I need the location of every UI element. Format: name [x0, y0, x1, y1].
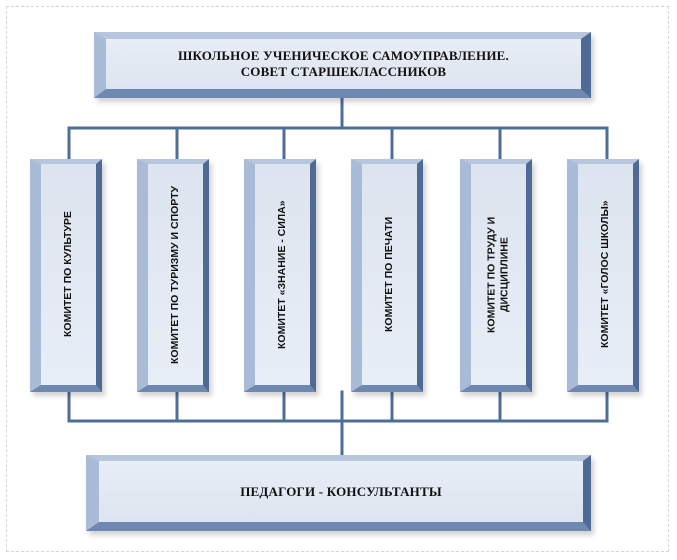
committee-label: КОМИТЕТ «ГОЛОС ШКОЛЫ»	[599, 200, 611, 349]
committee-label: КОМИТЕТ ПО ПЕЧАТИ	[383, 216, 395, 333]
committee-label: КОМИТЕТ ПО КУЛЬТУРЕ	[62, 211, 74, 338]
pedagogues-consultants-label: ПЕДАГОГИ - КОНСУЛЬТАНТЫ	[240, 483, 442, 499]
committee-label: КОМИТЕТ ПО ТРУДУ И ДИСЦИПЛИНЕ	[485, 216, 511, 333]
committee-knowledge-power: КОМИТЕТ «ЗНАНИЕ - СИЛА»	[244, 159, 316, 392]
diagram-frame	[6, 6, 669, 552]
pedagogues-consultants-box: ПЕДАГОГИ - КОНСУЛЬТАНТЫ	[86, 455, 591, 531]
committee-school-voice: КОМИТЕТ «ГОЛОС ШКОЛЫ»	[567, 159, 639, 392]
committee-tourism-sport: КОМИТЕТ ПО ТУРИЗМУ И СПОРТУ	[137, 159, 209, 392]
committee-label: КОМИТЕТ «ЗНАНИЕ - СИЛА»	[276, 200, 288, 349]
student-council-box: ШКОЛЬНОЕ УЧЕНИЧЕСКОЕ САМОУПРАВЛЕНИЕ. СОВ…	[94, 32, 591, 98]
student-council-title-line1: ШКОЛЬНОЕ УЧЕНИЧЕСКОЕ САМОУПРАВЛЕНИЕ.	[178, 48, 509, 63]
committee-labor-discipline: КОМИТЕТ ПО ТРУДУ И ДИСЦИПЛИНЕ	[460, 159, 532, 392]
committee-press: КОМИТЕТ ПО ПЕЧАТИ	[351, 159, 423, 392]
committee-culture: КОМИТЕТ ПО КУЛЬТУРЕ	[30, 159, 102, 392]
student-council-title-line2: СОВЕТ СТАРШЕКЛАССНИКОВ	[240, 64, 447, 79]
committee-label: КОМИТЕТ ПО ТУРИЗМУ И СПОРТУ	[169, 185, 181, 364]
